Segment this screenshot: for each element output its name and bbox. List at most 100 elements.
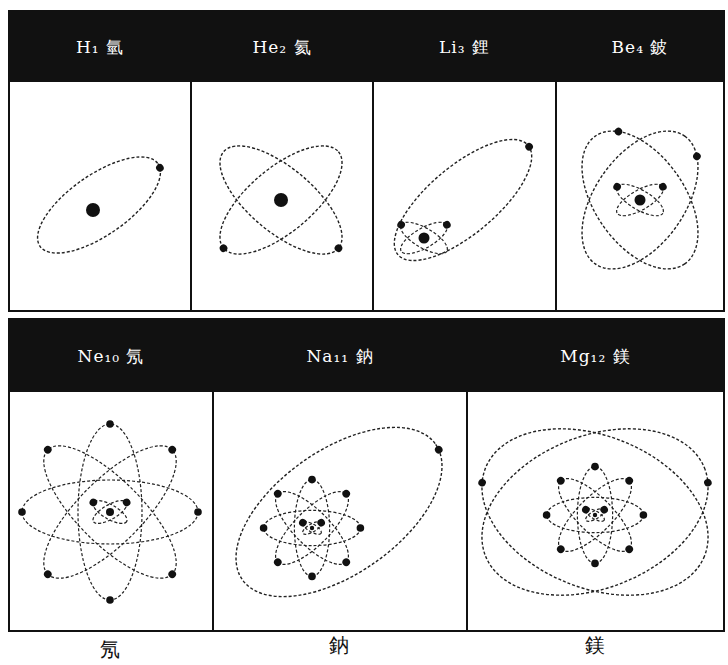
electron: [167, 444, 178, 455]
electron-orbit: [546, 466, 645, 565]
element-panel: Mg₁₂ 鎂: [466, 318, 725, 632]
electron: [333, 243, 344, 254]
electron: [341, 557, 352, 568]
electron: [272, 488, 283, 499]
caption-label: 鎂: [585, 632, 605, 659]
orbit-path: [548, 468, 641, 561]
electron: [640, 511, 648, 519]
element-symbol: Be₄ 鈹: [612, 36, 669, 59]
orbit-path: [547, 497, 644, 532]
orbit-path: [265, 481, 358, 574]
electron-orbit: [207, 392, 474, 631]
element-panel: Be₄ 鈹: [555, 10, 725, 312]
electron: [357, 524, 365, 532]
orbit-path: [22, 480, 198, 544]
electron: [42, 444, 53, 455]
nucleus: [274, 193, 288, 207]
electron-orbit: [612, 176, 671, 221]
orbit-path: [577, 467, 612, 564]
electron-orbit: [457, 397, 728, 627]
element-panel: H₁ 氫: [8, 10, 192, 312]
electron: [272, 557, 283, 568]
electron: [106, 420, 114, 428]
orbit-path: [264, 510, 361, 545]
electron-orbit: [78, 420, 142, 604]
orbit-path: [207, 394, 471, 631]
nucleus: [635, 195, 646, 206]
orbit-path: [294, 480, 329, 577]
orbit-path: [558, 110, 721, 289]
orbit-path: [203, 127, 359, 272]
orbit-path: [25, 427, 195, 597]
element-panel: Na₁₁ 鈉: [212, 318, 468, 632]
electron: [543, 511, 551, 519]
electron: [555, 544, 566, 555]
electron-orbit: [23, 137, 178, 270]
element-header: Li₃ 鋰: [374, 12, 555, 82]
electron: [591, 560, 599, 568]
orbit-path: [265, 481, 358, 574]
electron: [624, 544, 635, 555]
element-header: H₁ 氫: [10, 12, 190, 82]
electron-orbit: [200, 127, 359, 275]
orbit-path: [457, 397, 728, 626]
electron: [18, 508, 26, 516]
orbit-path: [612, 178, 668, 222]
electron: [599, 505, 609, 515]
electron-orbit: [18, 480, 202, 544]
element-symbol: Ne₁₀ 氖: [78, 345, 145, 368]
electron: [442, 220, 452, 230]
element-panel: Ne₁₀ 氖: [8, 318, 214, 632]
electron-orbit: [456, 397, 728, 627]
electron: [433, 444, 444, 455]
orbit-path: [376, 119, 550, 280]
electron: [167, 569, 178, 580]
electron-orbit: [558, 110, 721, 289]
element-symbol: He₂ 氦: [252, 36, 311, 59]
electron: [692, 151, 703, 162]
electron: [591, 463, 599, 471]
electron: [308, 573, 316, 581]
electron-orbit: [203, 127, 362, 275]
nucleus: [86, 203, 100, 217]
electron: [524, 141, 535, 152]
electron: [624, 475, 635, 486]
electron: [260, 524, 268, 532]
electron-orbit: [301, 517, 327, 536]
element-symbol: Mg₁₂ 鎂: [560, 345, 630, 368]
electron-orbit: [263, 479, 362, 578]
electron: [477, 478, 487, 488]
orbit-path: [23, 139, 175, 271]
electron: [106, 596, 114, 604]
electron-orbit: [86, 494, 130, 528]
electron-orbit: [577, 463, 612, 567]
element-symbol: Na₁₁ 鈉: [306, 345, 373, 368]
orbit-path: [612, 178, 668, 222]
electron-orbit: [22, 424, 197, 599]
orbit-path: [548, 468, 641, 561]
electron: [341, 488, 352, 499]
caption-label: 鈉: [329, 632, 349, 659]
electron-orbit: [584, 504, 610, 523]
electron: [121, 497, 131, 507]
nucleus: [419, 233, 430, 244]
electron: [612, 182, 622, 192]
nucleus: [310, 526, 314, 530]
orbit-path: [203, 127, 359, 272]
electron-orbit: [609, 176, 668, 221]
nucleus: [593, 513, 597, 517]
element-symbol: Li₃ 鋰: [439, 36, 490, 59]
electron: [703, 478, 713, 488]
electron-orbit: [376, 117, 553, 281]
electron: [658, 182, 668, 192]
electron: [613, 126, 624, 137]
electron-orbit: [294, 476, 329, 580]
electron-orbit: [396, 214, 455, 259]
electron: [42, 569, 53, 580]
electron: [88, 497, 98, 507]
element-header: Mg₁₂ 鎂: [468, 320, 723, 392]
electron-orbit: [543, 497, 647, 532]
element-panel: Li₃ 鋰: [372, 10, 557, 312]
nucleus: [106, 508, 114, 516]
